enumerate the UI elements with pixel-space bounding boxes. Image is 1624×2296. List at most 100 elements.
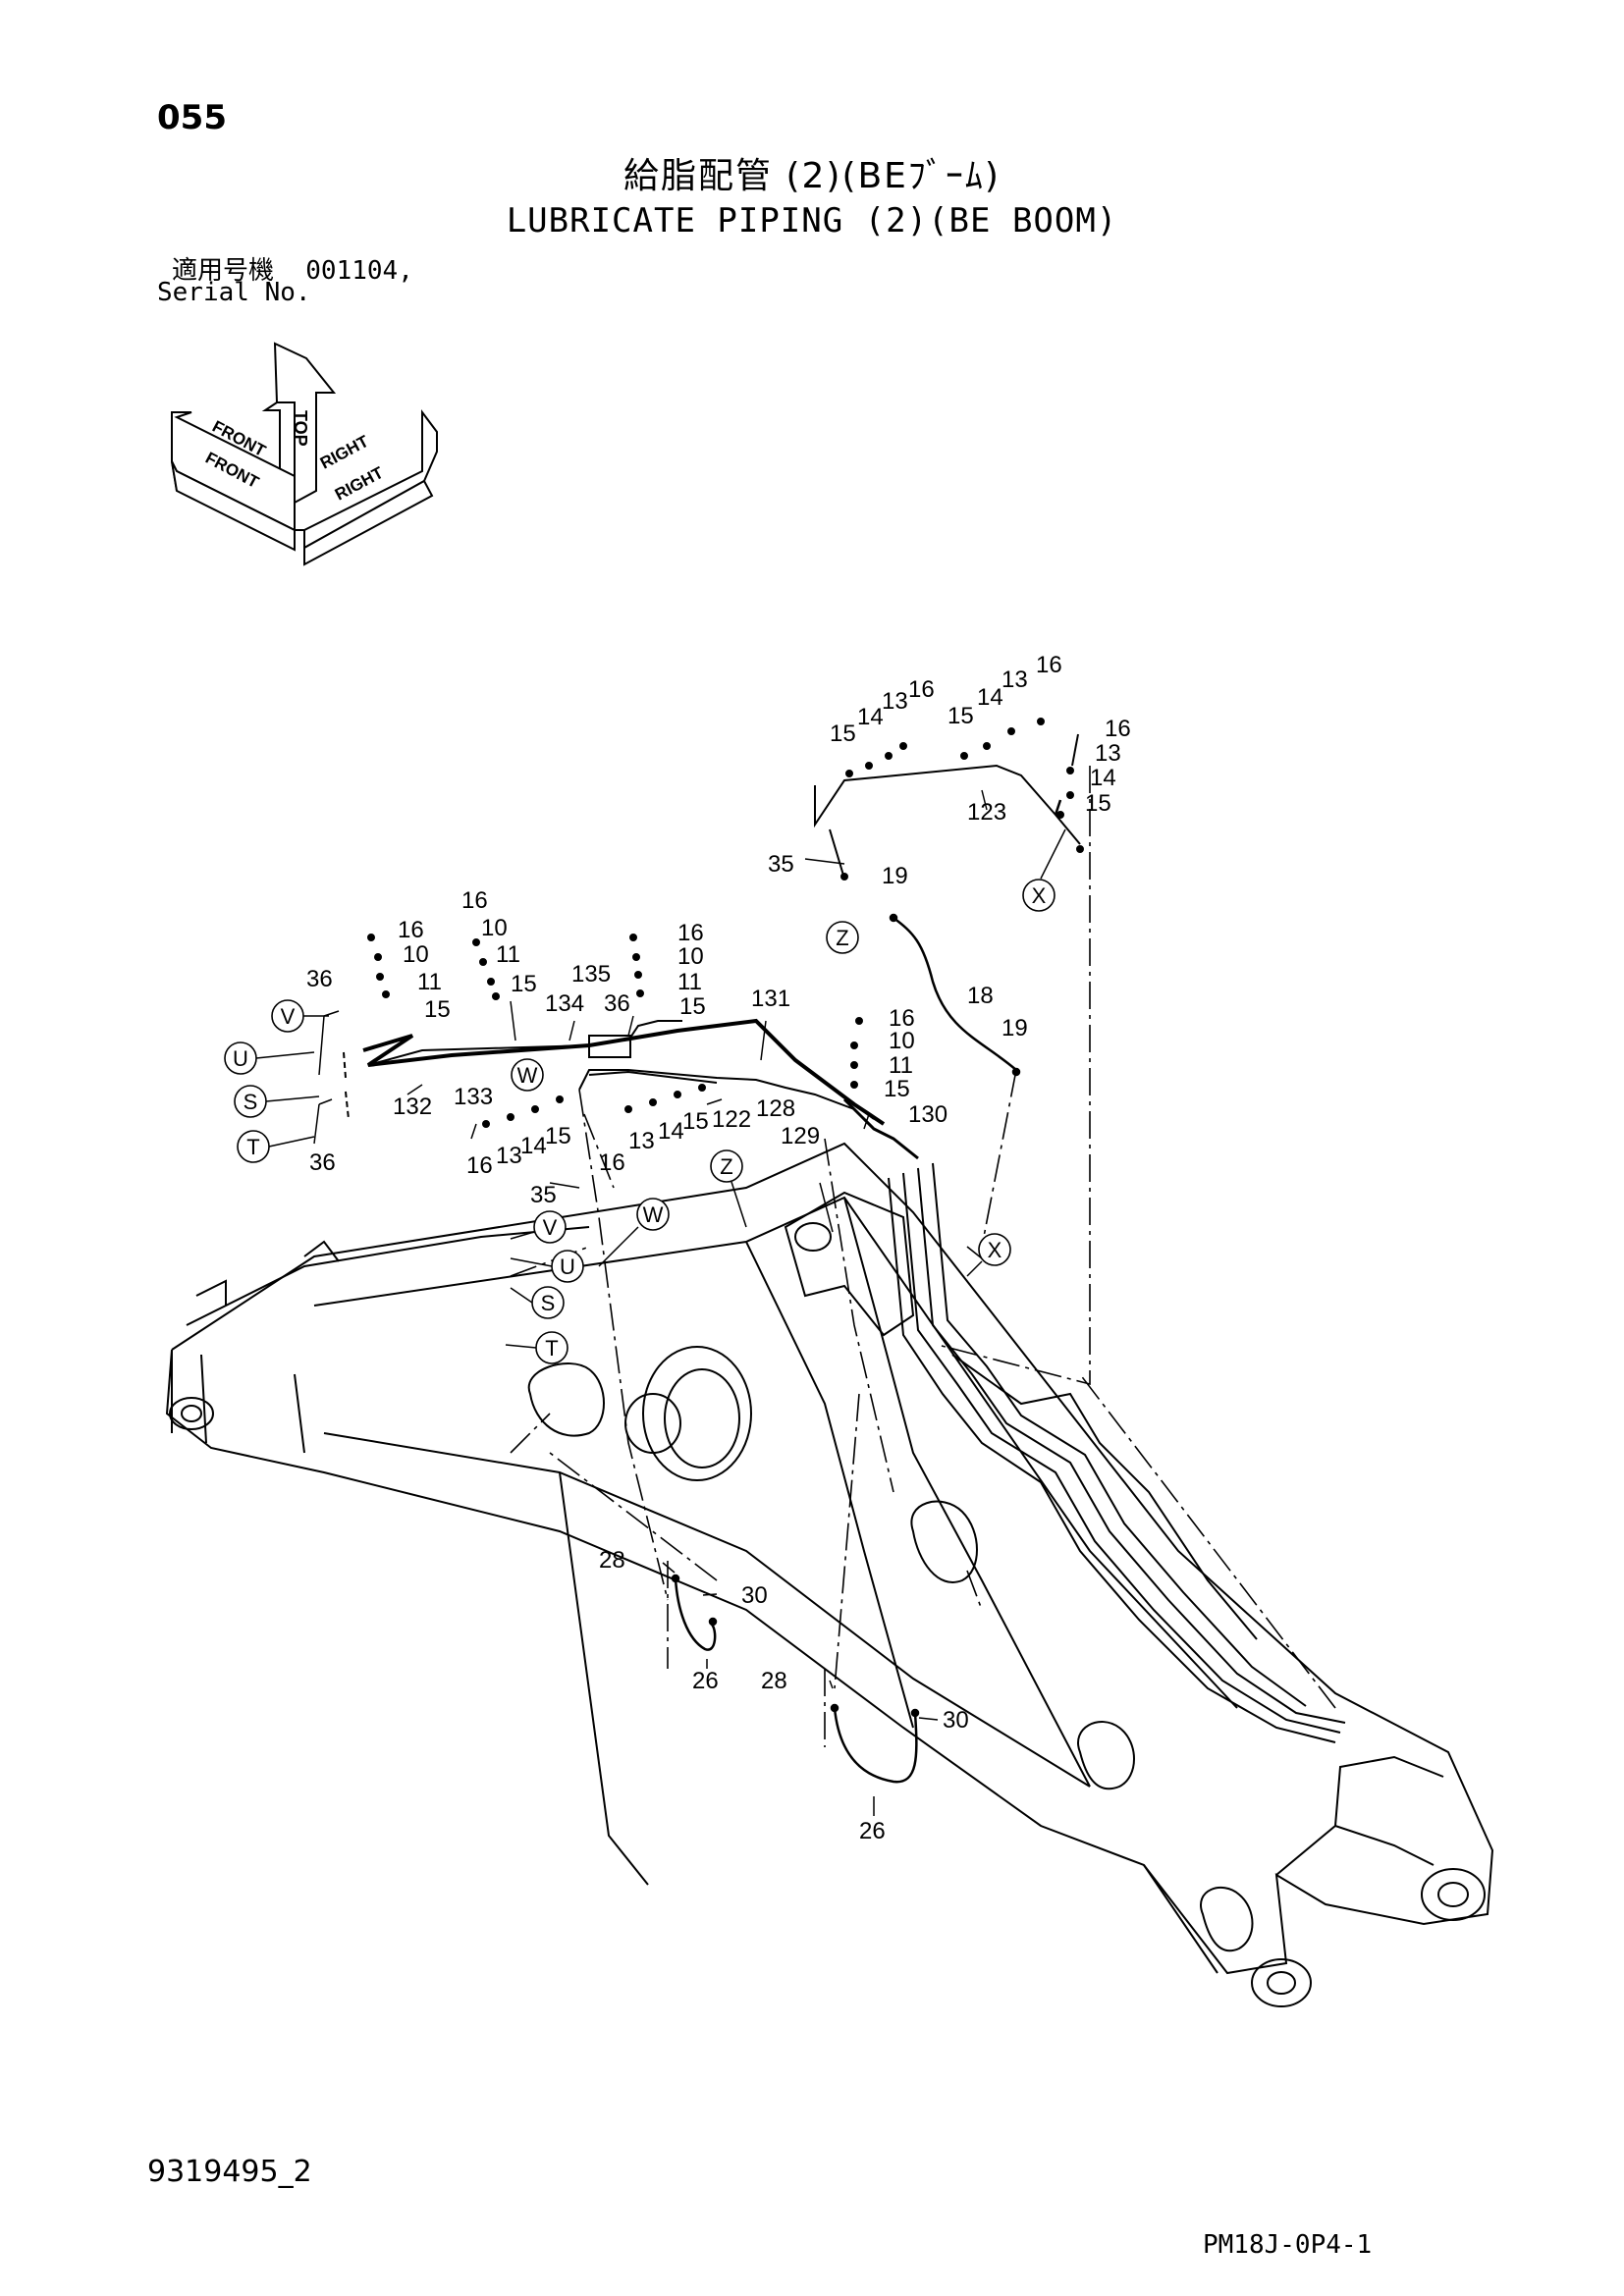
pipe-assembly-123 [814,718,1084,881]
callout-26: 26 [859,1818,886,1844]
boom-inner-bottom [323,1432,1091,1788]
callout-26: 26 [692,1668,719,1694]
callout-28: 28 [761,1668,787,1694]
callout-10: 10 [481,915,508,941]
callout-15: 15 [947,703,974,729]
orientation-top-label: TOP [291,410,310,447]
page-title-japanese: 給脂配管 (2)(BEﾌﾞｰﾑ) [623,156,1001,196]
callout-10: 10 [403,941,429,968]
callout-16: 16 [1036,652,1062,678]
callout-132: 132 [393,1094,432,1120]
callout-16: 16 [398,917,424,943]
marker-u-left: U [224,1041,315,1075]
marker-z-upper: Z [826,921,859,954]
boom-tip-pin-right-hole [1437,1882,1469,1907]
boom-flange-b [745,1241,914,1729]
boom-left-plate [186,1226,590,1326]
callout-36: 36 [306,966,333,992]
marker-u-lower: U [510,1250,584,1283]
hose-18 [889,913,1021,1077]
leader-lines [510,766,1336,1747]
callout-16: 16 [466,1152,493,1179]
svg-text:S: S [244,1090,258,1114]
marker-t-left: T [237,1130,315,1163]
callout-16: 16 [461,887,488,914]
boom-hole-upper [1077,1721,1135,1790]
callout-leaders [313,789,988,1816]
marker-z-lower: Z [710,1149,747,1228]
lubricate-pipes-boom [888,1162,1346,1743]
boom-swing-disc-inner [664,1368,740,1468]
callout-13: 13 [882,688,908,715]
svg-text:X: X [988,1238,1002,1262]
pipe-assembly-mid [343,934,919,1160]
boom-swing-disc-center [624,1393,681,1454]
boom-body [165,1142,1494,2007]
callout-13: 13 [1001,667,1028,693]
callout-10: 10 [889,1028,915,1054]
callout-11: 11 [417,969,442,995]
boom-tip-fork [1275,1755,1444,1876]
callout-19: 19 [882,863,908,889]
marker-x-lower: X [966,1233,1011,1277]
marker-s-lower: S [510,1286,565,1319]
callout-15: 15 [830,721,856,747]
callout-14: 14 [857,704,884,730]
page-code: PM18J-0P4-1 [1203,2230,1373,2260]
callout-16: 16 [1105,716,1131,742]
svg-text:X: X [1032,883,1047,908]
callout-13: 13 [496,1143,522,1169]
callout-10: 10 [677,943,704,970]
boom-tip-pin-left-hole [1267,1971,1296,1995]
svg-text:W: W [643,1202,664,1227]
callout-131: 131 [751,986,790,1012]
pipe-run-2 [902,1172,1341,1734]
callout-134: 134 [545,990,584,1017]
callout-14: 14 [977,684,1003,711]
boom-cylinder-pin [794,1222,832,1252]
callout-15: 15 [424,996,451,1023]
marker-w-mid: W [511,1058,544,1092]
boom-cylinder-bracket [784,1191,915,1337]
svg-text:V: V [543,1215,558,1240]
callout-28: 28 [599,1547,625,1574]
orientation-indicator: TOP FRONT FRONT RIGHT RIGHT [171,342,438,566]
callout-130: 130 [908,1101,947,1128]
marker-s-left: S [234,1085,320,1118]
callout-36: 36 [604,990,630,1017]
boom-web [843,1197,1091,1788]
pipe-run-1 [888,1177,1336,1743]
serial-label-english: Serial No. [157,278,311,307]
serial-number-value: 001104, [305,256,413,286]
callout-14: 14 [520,1133,547,1159]
boom-hole-center-mid [910,1500,978,1583]
callout-30: 30 [741,1582,768,1609]
boom-flange-a [559,1471,649,1886]
boom-hole-center [527,1362,605,1437]
boom-foot-left [171,1350,305,1454]
callout-135: 135 [571,961,611,988]
pipe-run-5 [951,1354,1258,1640]
callout-11: 11 [889,1052,913,1079]
page-number: 055 [157,98,227,137]
document-number: 9319495_2 [147,2155,312,2189]
svg-text:S: S [541,1291,556,1315]
callout-122: 122 [712,1106,751,1133]
callout-129: 129 [781,1123,820,1149]
callout-15: 15 [1085,790,1111,817]
callout-18: 18 [967,983,994,1009]
marker-v-lower: V [510,1210,567,1244]
callout-36: 36 [309,1149,336,1176]
hose-26-lower [830,1703,920,1784]
callout-128: 128 [756,1095,795,1122]
callout-35: 35 [768,851,794,878]
page-title-english: LUBRICATE PIPING (2)(BE BOOM) [506,201,1118,240]
callouts: 16 13 14 15 16 13 14 15 16 13 14 15 123 … [306,652,1131,1844]
marker-w-lower: W [598,1198,670,1267]
svg-text:V: V [281,1004,296,1029]
callout-30: 30 [943,1707,969,1734]
svg-text:U: U [233,1046,248,1071]
hose-26-upper [671,1574,718,1651]
boom-foot-pin-hole [181,1405,202,1422]
